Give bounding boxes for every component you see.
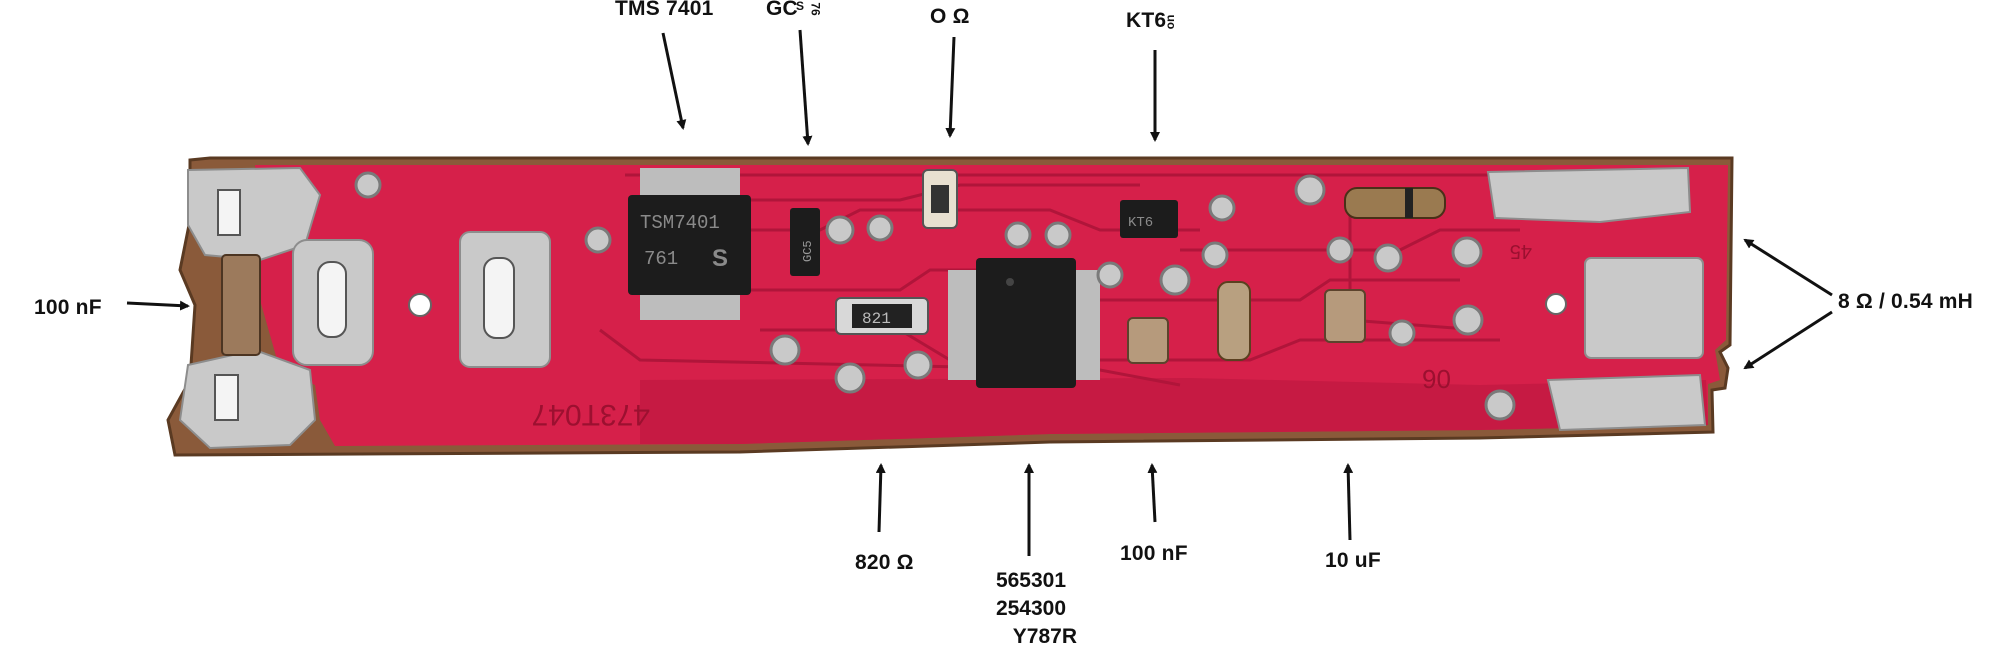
via-a (354, 171, 382, 199)
kt6-body (1120, 200, 1178, 238)
mount-hole-right (1545, 293, 1567, 315)
silk-number: 473T047 (532, 398, 650, 431)
label-zero-ohm: O Ω (930, 5, 970, 28)
diode-band (1405, 188, 1413, 218)
diode-body (1344, 187, 1446, 219)
chip1-marking-line2: 761 (644, 248, 678, 270)
arrow-tms (661, 32, 687, 130)
board-bottom-band (640, 378, 1708, 444)
label-tms7401: TMS 7401 (615, 0, 714, 20)
diode (1344, 187, 1446, 219)
via-b (584, 226, 612, 254)
mount-hole-left (408, 293, 432, 317)
chip-565301 (948, 258, 1100, 388)
label-10uf: 10 uF (1325, 549, 1381, 572)
silk-90: 90 (1422, 364, 1451, 394)
label-chip2-line2: 254300 (995, 597, 1067, 620)
left-cap-body (221, 254, 261, 356)
label-100nf-bottom: 100 nF (1120, 542, 1188, 565)
chip2-pins-left (948, 270, 980, 380)
arrow-gc (798, 29, 813, 146)
right-pads (1486, 166, 1707, 432)
arrow-10uf (1343, 463, 1354, 541)
smd-821-marking: 821 (862, 310, 891, 328)
label-gc: GC (766, 0, 798, 20)
label-chip2-line1: 565301 (995, 569, 1067, 592)
left-pads (178, 166, 612, 450)
zero-ohm-center (931, 185, 949, 213)
chip-tsm7401: TSM7401 761 S (628, 168, 751, 320)
pad-right-bottom (1546, 373, 1707, 432)
smd-resistor-821: 821 (835, 297, 929, 335)
chip2-body (976, 258, 1076, 388)
label-chip2: 565301 254300 Y787R (985, 567, 1077, 651)
arrow-100nf (1147, 463, 1158, 523)
arrows (126, 29, 1833, 556)
smd-821-center (852, 304, 912, 328)
chip1-logo: S (712, 245, 728, 272)
label-gc-sup-76: 76 (808, 2, 823, 16)
pad-right-middle (1584, 257, 1704, 359)
sot-gc5: GC5 (790, 208, 820, 276)
sot-gc5-body (790, 208, 820, 276)
label-gc-sup-s: S (796, 0, 805, 13)
silk-45: 45 (1510, 240, 1532, 262)
sot-gc5-marking: GC5 (801, 240, 815, 262)
arrow-left-cap (126, 300, 190, 311)
arrow-820 (875, 463, 886, 533)
chip1-marking-line1: TSM7401 (640, 212, 720, 234)
slot-hole-4 (214, 374, 239, 421)
zero-ohm-resistor (922, 169, 958, 229)
chip2-dot (1006, 278, 1014, 286)
label-coil: 8 Ω / 0.54 mH (1838, 290, 1973, 313)
label-820-ohm: 820 Ω (855, 551, 914, 574)
slot-hole-3 (217, 189, 241, 236)
vias (769, 174, 1516, 421)
chip1-body (628, 195, 751, 295)
cap-100nf-body (1127, 317, 1169, 364)
pad-bottom-left (178, 348, 317, 450)
slot-hole-1 (317, 261, 347, 338)
label-kt6: KT6 (1126, 9, 1167, 32)
pad-right-top (1486, 166, 1692, 224)
inductor-body (1217, 281, 1251, 361)
slot-hole-2 (483, 257, 515, 339)
label-chip2-line3: Y787R (1012, 625, 1077, 648)
arrow-coil-up (1743, 238, 1833, 297)
cap-10uf-body (1324, 289, 1366, 343)
arrow-ohm (945, 36, 956, 138)
transistor-kt6: KT6 (1120, 200, 1178, 238)
chip1-pins-top (640, 168, 740, 198)
label-left-cap: 100 nF (34, 296, 102, 319)
label-kt6-sup: uo (1164, 14, 1179, 30)
arrow-coil-down (1743, 310, 1833, 370)
kt6-marking: KT6 (1128, 215, 1153, 231)
